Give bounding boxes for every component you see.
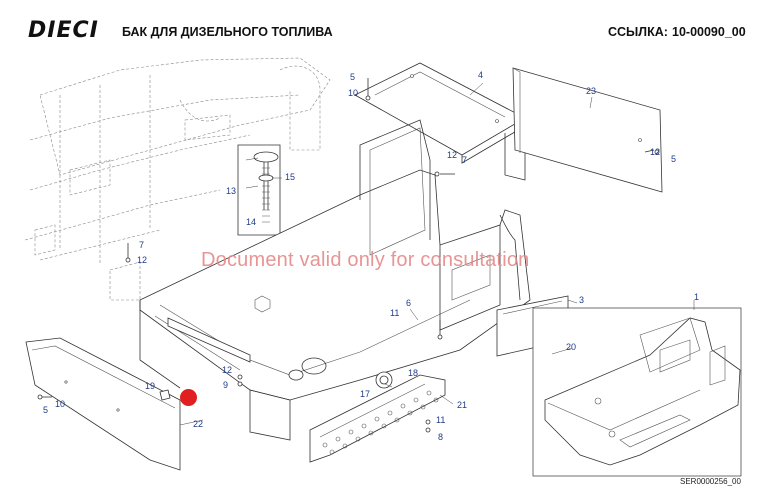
fuel-tank-body (139, 119, 531, 441)
part-21-step-plate (309, 374, 446, 463)
dieci-logo: DIECI (28, 18, 99, 43)
callout-13: 13 (226, 186, 236, 196)
fasteners (37, 78, 660, 433)
exploded-parts-drawing: 1 3 4 5 5 5 6 7 7 8 9 10 10 11 11 12 12 … (24, 57, 742, 477)
part-17-filler-cap (375, 371, 393, 389)
callout-7: 7 (139, 240, 144, 250)
callout-6: 6 (406, 298, 411, 308)
callout-9: 9 (223, 380, 228, 390)
callout-5: 5 (350, 72, 355, 82)
callout-12: 12 (447, 150, 457, 160)
callout-23: 23 (586, 86, 596, 96)
page-title: БАК ДЛЯ ДИЗЕЛЬНОГО ТОПЛИВА (122, 25, 333, 39)
callout-22: 22 (193, 419, 203, 429)
red-marker-dot (180, 389, 197, 406)
callout-8: 8 (438, 432, 443, 442)
callout-14: 14 (246, 217, 256, 227)
part-22-side-guard (25, 337, 181, 471)
callout-12: 12 (650, 147, 660, 157)
callout-3: 3 (579, 295, 584, 305)
callout-11: 11 (390, 308, 399, 318)
callout-10: 10 (348, 88, 358, 98)
callout-17: 17 (360, 389, 370, 399)
callout-7: 7 (462, 155, 467, 165)
drawing-reference-code: SER0000256_00 (680, 477, 741, 486)
callout-18: 18 (408, 368, 418, 378)
callout-5: 5 (43, 405, 48, 415)
reference-code: 10-00090_00 (672, 25, 746, 39)
fuel-level-sender (237, 144, 281, 236)
part-4-cover-plate (354, 62, 526, 181)
leader-lines (179, 82, 695, 426)
callout-12: 12 (222, 365, 232, 375)
inset-assembly-view (532, 307, 742, 477)
chassis-frame-outline (24, 57, 331, 301)
callout-15: 15 (285, 172, 295, 182)
callout-21: 21 (457, 400, 467, 410)
callout-11: 11 (436, 415, 445, 425)
callout-19: 19 (145, 381, 155, 391)
callout-1: 1 (694, 292, 699, 302)
callout-20: 20 (566, 342, 576, 352)
part-23-side-panel (512, 67, 663, 193)
reference-label: ССЫЛКА: (608, 25, 668, 39)
callout-5: 5 (671, 154, 676, 164)
callout-labels: 1 3 4 5 5 5 6 7 7 8 9 10 10 11 11 12 12 … (43, 70, 699, 442)
callout-12: 12 (137, 255, 147, 265)
consultation-watermark: Document valid only for consultation (201, 249, 530, 271)
page-header: DIECI БАК ДЛЯ ДИЗЕЛЬНОГО ТОПЛИВА ССЫЛКА:… (0, 0, 768, 44)
callout-4: 4 (478, 70, 483, 80)
callout-10: 10 (55, 399, 65, 409)
